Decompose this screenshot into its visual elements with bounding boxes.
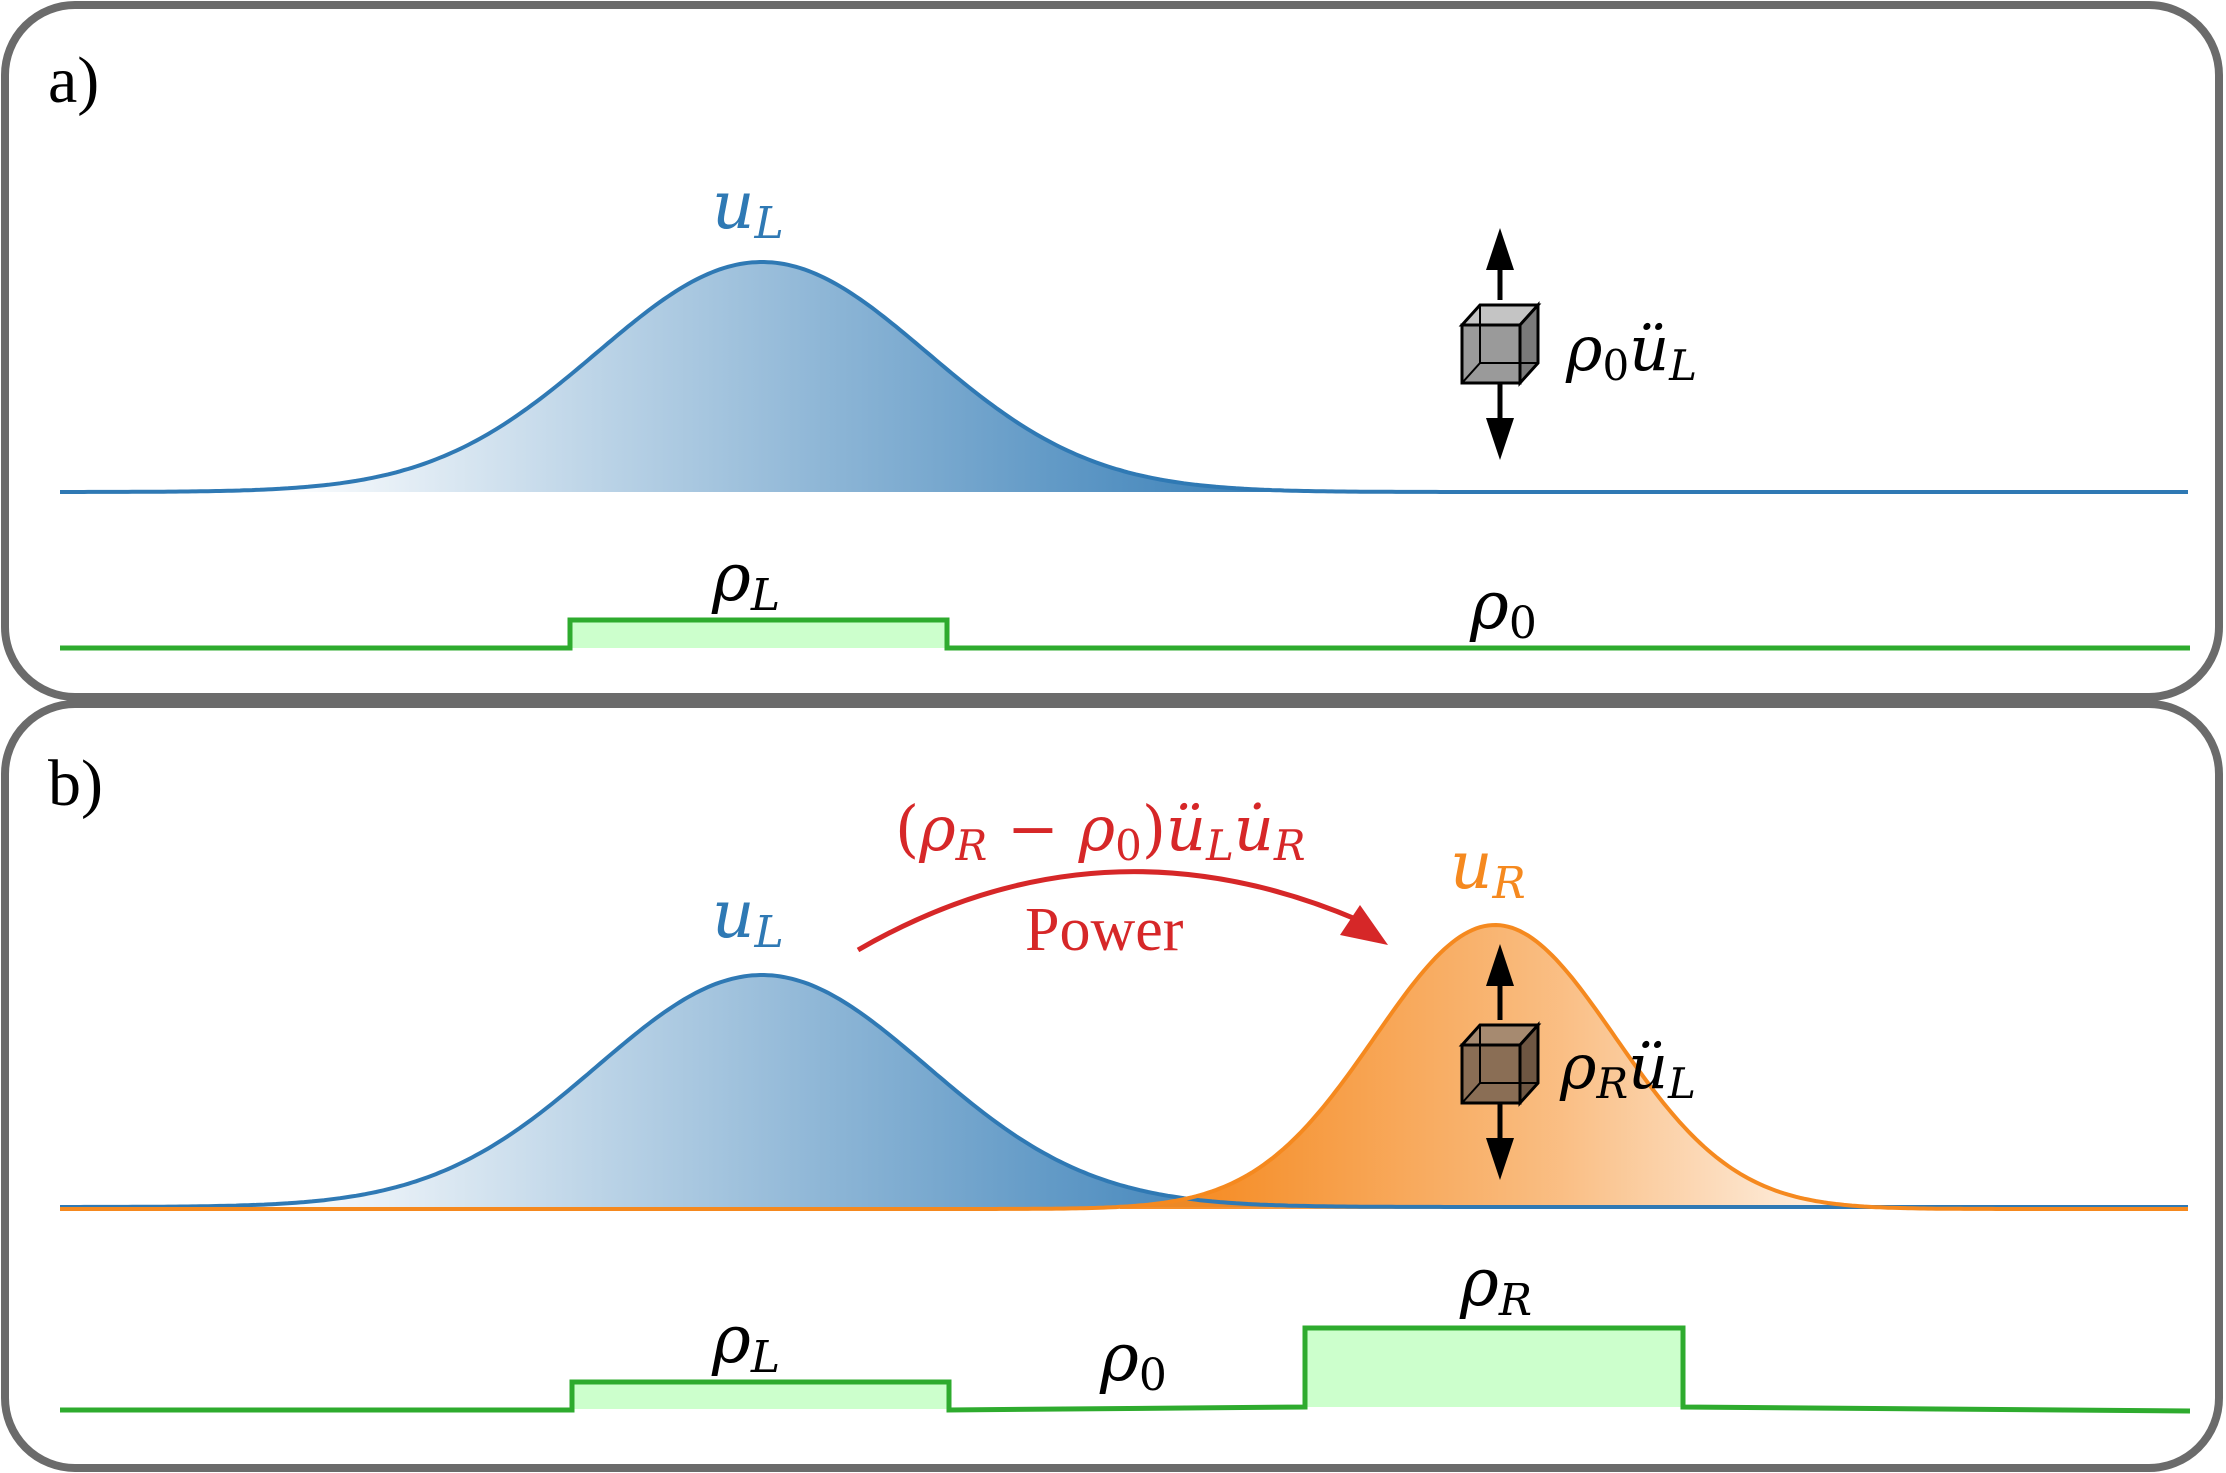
panel-b-tag: b) [48, 747, 103, 820]
panel-b-wave-uL-curve [60, 973, 2188, 1209]
panel-b-density-region-right [1305, 1328, 1683, 1407]
panel-b-frame [1, 700, 2223, 1472]
panel-a-frame [1, 1, 2223, 701]
panel-b-density-profile [60, 1325, 2191, 1414]
panel-a-mass-cube-icon [1458, 301, 1542, 387]
panel-b-density-right-label: ρR [1459, 1244, 1532, 1326]
panel-a-density-bg-label: ρ0 [1469, 567, 1537, 649]
panel-b-wave-left-label: uL [712, 876, 784, 958]
panel-a-wave-fill [60, 262, 1460, 492]
panel-b-power-word: Power [1025, 896, 1184, 964]
panel-a-wave-uL-curve [60, 260, 2188, 494]
panel-a-force-label: ρ0üL [1565, 312, 1697, 390]
panel-a-density-region-left [570, 620, 947, 648]
panel-b-density-left-label: ρL [711, 1301, 780, 1383]
panel-b-force-label: ρRüL [1559, 1030, 1696, 1108]
panel-b-power-arrow [856, 869, 1359, 953]
panel-b-mass-cube-icon [1458, 1021, 1542, 1107]
panel-b-wave-left-fill [60, 975, 1460, 1207]
panel-b-wave-right-label: uR [1450, 827, 1526, 909]
panel-b-power-arrowhead-icon [1340, 905, 1388, 945]
panel-b-density-region-left [572, 1382, 949, 1409]
panel-b-power-formula: (ρR − ρ0)üLu̇R [895, 792, 1305, 870]
panel-a-density-left-label: ρL [711, 539, 780, 621]
panel-b-density-mid-label: ρ0 [1099, 1319, 1167, 1401]
panel-b-wave-right-fill [1120, 925, 2100, 1209]
panel-b-wave-uR-curve [60, 922, 2188, 1211]
panel-a-density-profile [60, 617, 2190, 651]
panel-a-wave-label: uL [712, 167, 784, 249]
panel-a-tag: a) [48, 44, 99, 117]
panel-a-force-arrow [1486, 228, 1514, 460]
panel-b-force-arrow [1486, 944, 1514, 1180]
